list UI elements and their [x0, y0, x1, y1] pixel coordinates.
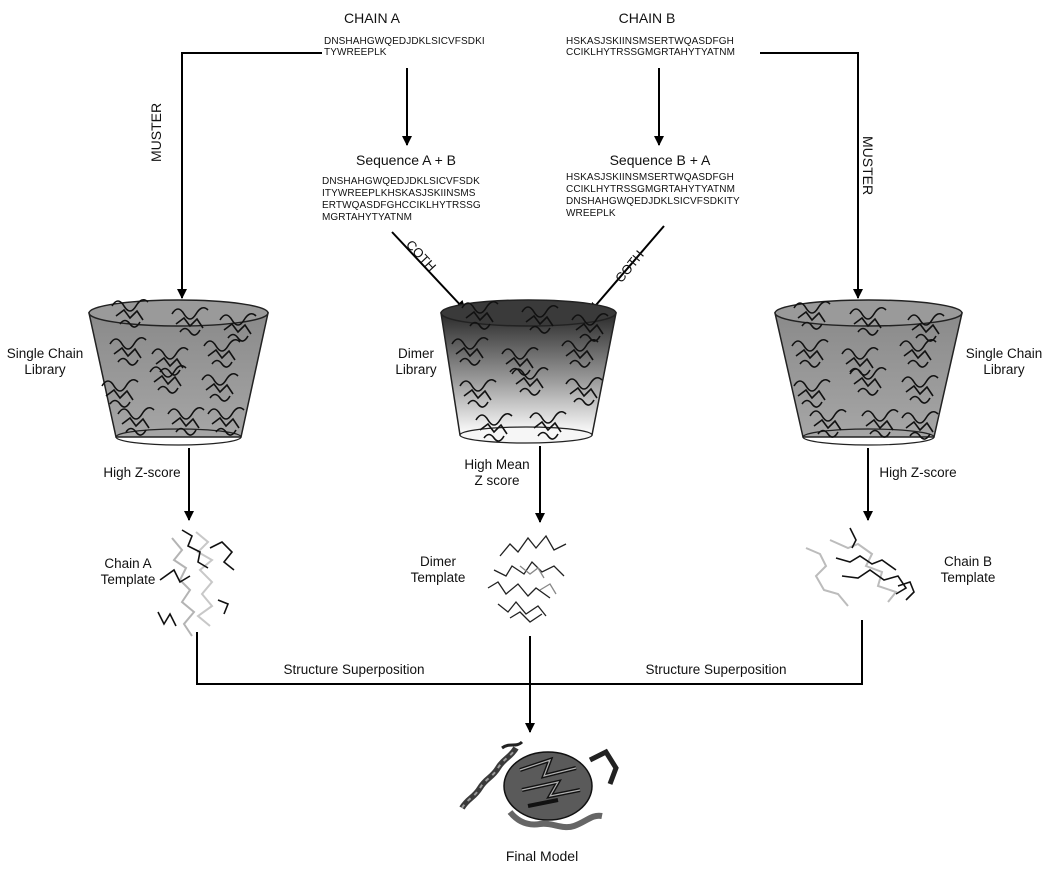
criterion-middle-label: High Mean Z score [464, 457, 530, 488]
sequence-ba-line-1: HSKASJSKIINSMSERTWQASDFGH [566, 172, 734, 183]
sequence-ab-line-1: DNSHAHGWQEDJDKLSICVFSDK [322, 176, 480, 187]
superposition-right-line [540, 620, 863, 685]
sequence-ba-title: Sequence B + A [609, 152, 711, 168]
muster-left-label: MUSTER [148, 102, 164, 162]
single-chain-library-right-label: Single Chain Library [965, 346, 1043, 377]
sequence-ab-title: Sequence A + B [355, 152, 457, 168]
final-model-structure [459, 740, 619, 831]
sequence-ab-line-4: MGRTAHYTYATNM [322, 212, 413, 223]
chain-b-template-structure [805, 527, 915, 607]
criterion-right-label: High Z-score [879, 465, 957, 480]
library-bucket-left [88, 298, 269, 446]
criterion-left-label: High Z-score [103, 465, 181, 480]
library-bucket-right [774, 299, 963, 446]
sequence-ba-line-3: DNSHAHGWQEDJDKLSICVFSDKITY [566, 196, 740, 207]
sequence-ab-line-2: ITYWREEPLKHSKASJSKIINSMS [322, 188, 476, 199]
arrow-chain-b-to-muster [760, 52, 863, 299]
chain-a-sequence-line-1: DNSHAHGWQEDJDKLSICVFSDKI [324, 36, 485, 47]
sequence-ab-line-3: ERTWQASDFGHCCIKLHYTRSSG [322, 200, 481, 211]
chain-a-sequence-line-2: TYWREEPLK [324, 47, 387, 58]
superposition-left-line [196, 632, 540, 685]
sequence-ba-line-4: WREEPLK [566, 208, 616, 219]
muster-right-label: MUSTER [860, 136, 876, 196]
superposition-right-label: Structure Superposition [645, 662, 787, 677]
chain-b-sequence-line-2: CCIKLHYTRSSGMGRTAHYTYATNM [566, 47, 735, 58]
chain-b-title: CHAIN B [618, 10, 676, 26]
single-chain-library-left-label: Single Chain Library [6, 346, 84, 377]
sequence-ba-line-2: CCIKLHYTRSSGMGRTAHYTYATNM [566, 184, 735, 195]
chain-b-sequence-line-1: HSKASJSKIINSMSERTWQASDFGH [566, 36, 734, 47]
superposition-left-label: Structure Superposition [283, 662, 425, 677]
chain-b-template-label: Chain B Template [940, 554, 996, 585]
dimer-template-label: Dimer Template [410, 554, 466, 585]
arrow-coth-right [589, 225, 665, 313]
chain-a-template-structure [157, 529, 235, 637]
dimer-library-label: Dimer Library [395, 346, 437, 377]
chain-a-title: CHAIN A [343, 10, 401, 26]
library-bucket-middle [440, 299, 617, 444]
arrow-coth-left [391, 231, 466, 311]
final-model-label: Final Model [505, 848, 579, 864]
chain-a-template-label: Chain A Template [100, 556, 156, 587]
dimer-template-structure [487, 534, 567, 623]
arrow-chain-a-to-muster [177, 52, 322, 299]
